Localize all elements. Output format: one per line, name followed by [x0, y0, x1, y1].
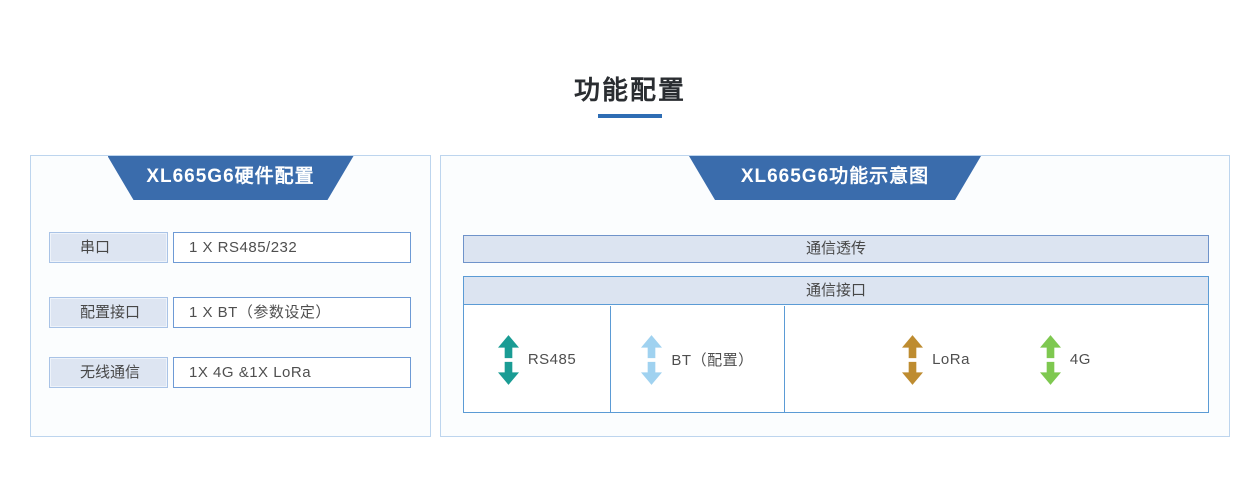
interface-label: RS485 — [527, 351, 577, 368]
double-vertical-arrow-icon — [641, 334, 663, 385]
hardware-row-config-interface: 配置接口 1 X BT（参数设定） — [31, 297, 430, 328]
interface-label: BT（配置） — [671, 352, 754, 369]
hardware-row-label: 串口 — [49, 232, 168, 263]
page-title: 功能配置 — [573, 75, 686, 105]
function-diagram-header: XL665G6功能示意图 — [689, 156, 981, 200]
hardware-config-header: XL665G6硬件配置 — [108, 156, 354, 200]
interface-cell-bt: BT（配置） — [611, 306, 785, 413]
hardware-row-wireless: 无线通信 1X 4G &1X LoRa — [31, 357, 430, 388]
interface-item-rs485: RS485 — [497, 334, 577, 386]
title-underline — [598, 114, 662, 118]
hardware-row-value: 1X 4G &1X LoRa — [173, 357, 411, 388]
interface-item-bt: BT（配置） — [641, 334, 753, 386]
double-vertical-arrow-icon — [902, 334, 924, 385]
interface-label: 4G — [1069, 351, 1091, 368]
interface-table: 通信接口 RS485 — [463, 276, 1209, 413]
double-vertical-arrow-icon — [497, 334, 519, 385]
double-vertical-arrow-icon — [1039, 334, 1061, 385]
interface-table-body: RS485 BT（配置） — [464, 306, 1208, 413]
interface-cell-wireless: LoRa 4G — [785, 306, 1208, 413]
hardware-row-serial: 串口 1 X RS485/232 — [31, 232, 430, 263]
passthrough-bar: 通信透传 — [463, 235, 1209, 263]
function-diagram-panel: XL665G6功能示意图 通信透传 通信接口 RS485 — [440, 155, 1230, 437]
interface-table-header: 通信接口 — [464, 277, 1208, 305]
hardware-row-value: 1 X RS485/232 — [173, 232, 411, 263]
hardware-config-panel: XL665G6硬件配置 串口 1 X RS485/232 配置接口 1 X BT… — [30, 155, 431, 437]
hardware-row-value: 1 X BT（参数设定） — [173, 297, 411, 328]
interface-item-lora: LoRa — [902, 334, 970, 386]
interface-item-4g: 4G — [1039, 334, 1091, 386]
interface-label: LoRa — [932, 351, 970, 368]
interface-cell-rs485: RS485 — [464, 306, 611, 413]
hardware-row-label: 无线通信 — [49, 357, 168, 388]
hardware-row-label: 配置接口 — [49, 297, 168, 328]
